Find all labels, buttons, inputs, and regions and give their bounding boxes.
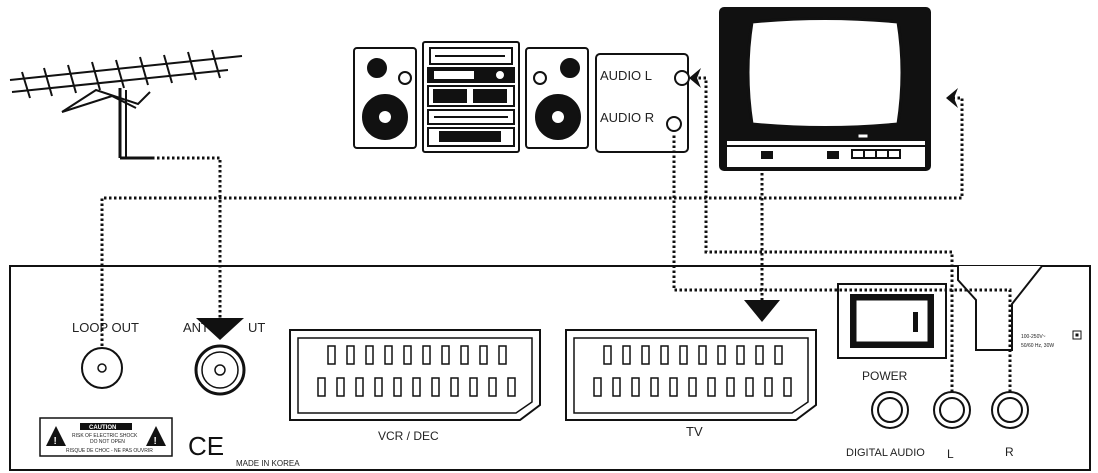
scart-pin	[679, 345, 688, 365]
digital-audio-label: DIGITAL AUDIO	[846, 447, 925, 459]
svg-text:!: !	[154, 436, 157, 447]
scart-pin	[774, 345, 783, 365]
ant-in-label-suffix: UT	[248, 320, 265, 335]
loop-out-label: LOOP OUT	[72, 320, 139, 335]
cable-tv-scart	[744, 168, 780, 322]
rca-jack-icon	[871, 391, 909, 429]
scart-pin	[669, 377, 678, 397]
tv-set-icon	[719, 7, 931, 171]
scart-connector-icon	[565, 329, 817, 421]
power-label: POWER	[862, 369, 908, 383]
scart-pin	[393, 377, 402, 397]
scart-pin	[403, 345, 412, 365]
caution-label: ! ! CAUTION RISK OF ELECTRIC SHOCK DO NO…	[39, 417, 173, 457]
audio-l-label: AUDIO L	[600, 68, 652, 83]
caution-line1: RISK OF ELECTRIC SHOCK	[72, 433, 138, 439]
scart-pin	[726, 377, 735, 397]
arrow-to-tv-rf	[946, 88, 958, 108]
scart-pin	[374, 377, 383, 397]
scart-pin	[469, 377, 478, 397]
scart-pin	[412, 377, 421, 397]
power-rating-line2: 50/60 Hz, 30W	[1021, 343, 1054, 349]
scart-pin	[450, 377, 459, 397]
scart-pin	[755, 345, 764, 365]
receiver-rear-panel	[9, 265, 1091, 471]
scart-pin	[660, 345, 669, 365]
audio-l-jack-icon	[674, 70, 690, 86]
caution-line3: RISQUE DE CHOC - NE PAS OUVRIR	[66, 448, 153, 454]
scart-pin	[498, 345, 507, 365]
ant-in-connector: ANT UT	[183, 320, 265, 396]
audio-r-jack-icon	[666, 116, 682, 132]
svg-text:!: !	[54, 436, 57, 447]
cable-audio-r	[672, 134, 1012, 392]
power-switch-icon	[837, 283, 947, 359]
power-rating-line1: 100-250V~	[1021, 334, 1046, 340]
warning-triangle-icon	[46, 426, 66, 446]
caution-title: CAUTION	[89, 425, 116, 431]
scart-pin	[355, 377, 364, 397]
tv-label: TV	[686, 424, 703, 439]
caution-line2: DO NOT OPEN	[90, 439, 125, 445]
loop-out-connector: LOOP OUT	[72, 320, 139, 389]
scart-pin	[488, 377, 497, 397]
scart-pin	[764, 377, 773, 397]
made-in-label: MADE IN KOREA	[236, 459, 300, 468]
warning-triangle-icon	[146, 426, 166, 446]
scart-pin	[365, 345, 374, 365]
scart-pin	[631, 377, 640, 397]
scart-vcr-pins	[317, 345, 516, 397]
scart-pin	[422, 345, 431, 365]
scart-pin	[431, 377, 440, 397]
power-rating: 100-250V~ 50/60 Hz, 30W	[1021, 330, 1082, 349]
scart-connector-icon	[289, 329, 541, 421]
rca-jack-icon	[991, 391, 1029, 429]
scart-pin	[698, 345, 707, 365]
scart-pin	[507, 377, 516, 397]
cable-loop-out-to-tv	[100, 88, 964, 346]
arrow-to-audio-l	[689, 68, 701, 88]
vcr-dec-label: VCR / DEC	[378, 429, 439, 443]
scart-pin	[460, 345, 469, 365]
scart-pin	[336, 377, 345, 397]
scart-tv-pins	[593, 345, 792, 397]
scart-pin	[327, 345, 336, 365]
scart-pin	[317, 377, 326, 397]
stereo-system-icon	[353, 41, 589, 153]
scart-pin	[650, 377, 659, 397]
scart-pin	[384, 345, 393, 365]
cable-antenna-to-ant-in	[152, 156, 244, 340]
scart-pin	[688, 377, 697, 397]
scart-pin	[593, 377, 602, 397]
scart-pin	[641, 345, 650, 365]
audio-r-label: AUDIO R	[600, 110, 654, 125]
cable-audio-l	[689, 68, 954, 392]
scart-pin	[479, 345, 488, 365]
audio-left-label: L	[947, 447, 954, 461]
scart-pin	[783, 377, 792, 397]
rca-jack-icon	[933, 391, 971, 429]
scart-pin	[707, 377, 716, 397]
scart-pin	[441, 345, 450, 365]
scart-pin	[603, 345, 612, 365]
scart-pin	[346, 345, 355, 365]
scart-pin	[717, 345, 726, 365]
scart-pin	[612, 377, 621, 397]
audio-right-label: R	[1005, 445, 1014, 459]
ce-mark: CE	[188, 431, 224, 461]
antenna-icon	[9, 49, 243, 160]
scart-pin	[622, 345, 631, 365]
stereo-audio-input-panel: AUDIO L AUDIO R	[595, 53, 690, 153]
scart-pin	[736, 345, 745, 365]
scart-pin	[745, 377, 754, 397]
